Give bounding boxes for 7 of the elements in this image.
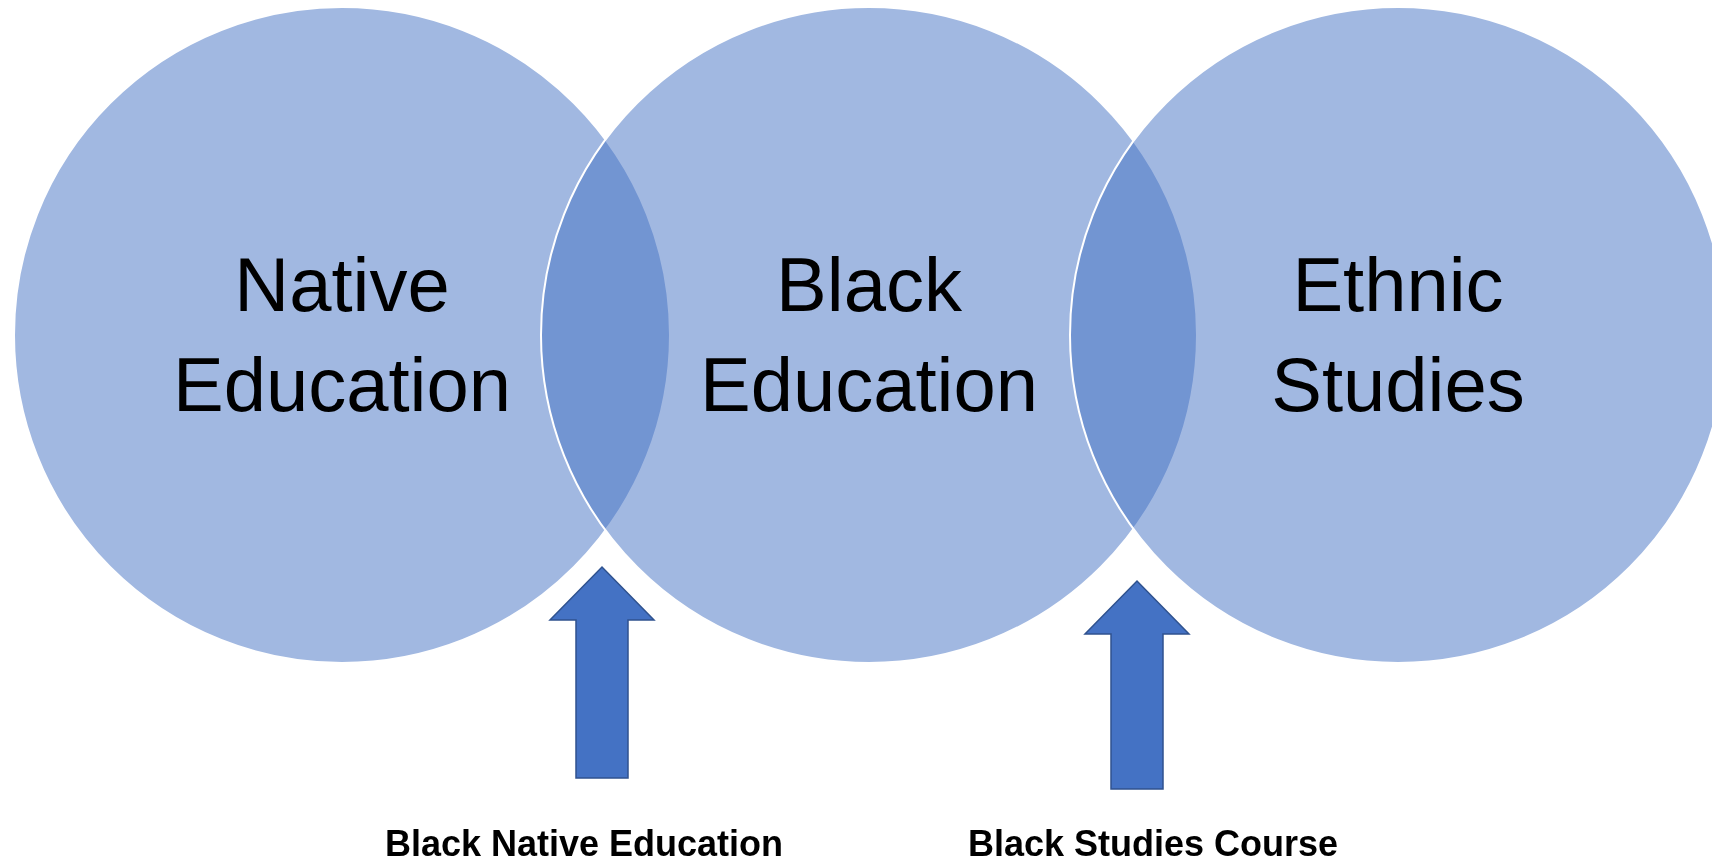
caption-text: Black Native Education [384, 823, 784, 864]
block-arrow [548, 565, 656, 779]
block-arrow [1083, 579, 1191, 790]
circle-label: Ethnic Studies [1270, 241, 1526, 429]
caption-text: Black Studies Course [967, 823, 1339, 864]
circle-label: Native Education [172, 241, 512, 429]
circle-label: Black Education [699, 241, 1039, 429]
